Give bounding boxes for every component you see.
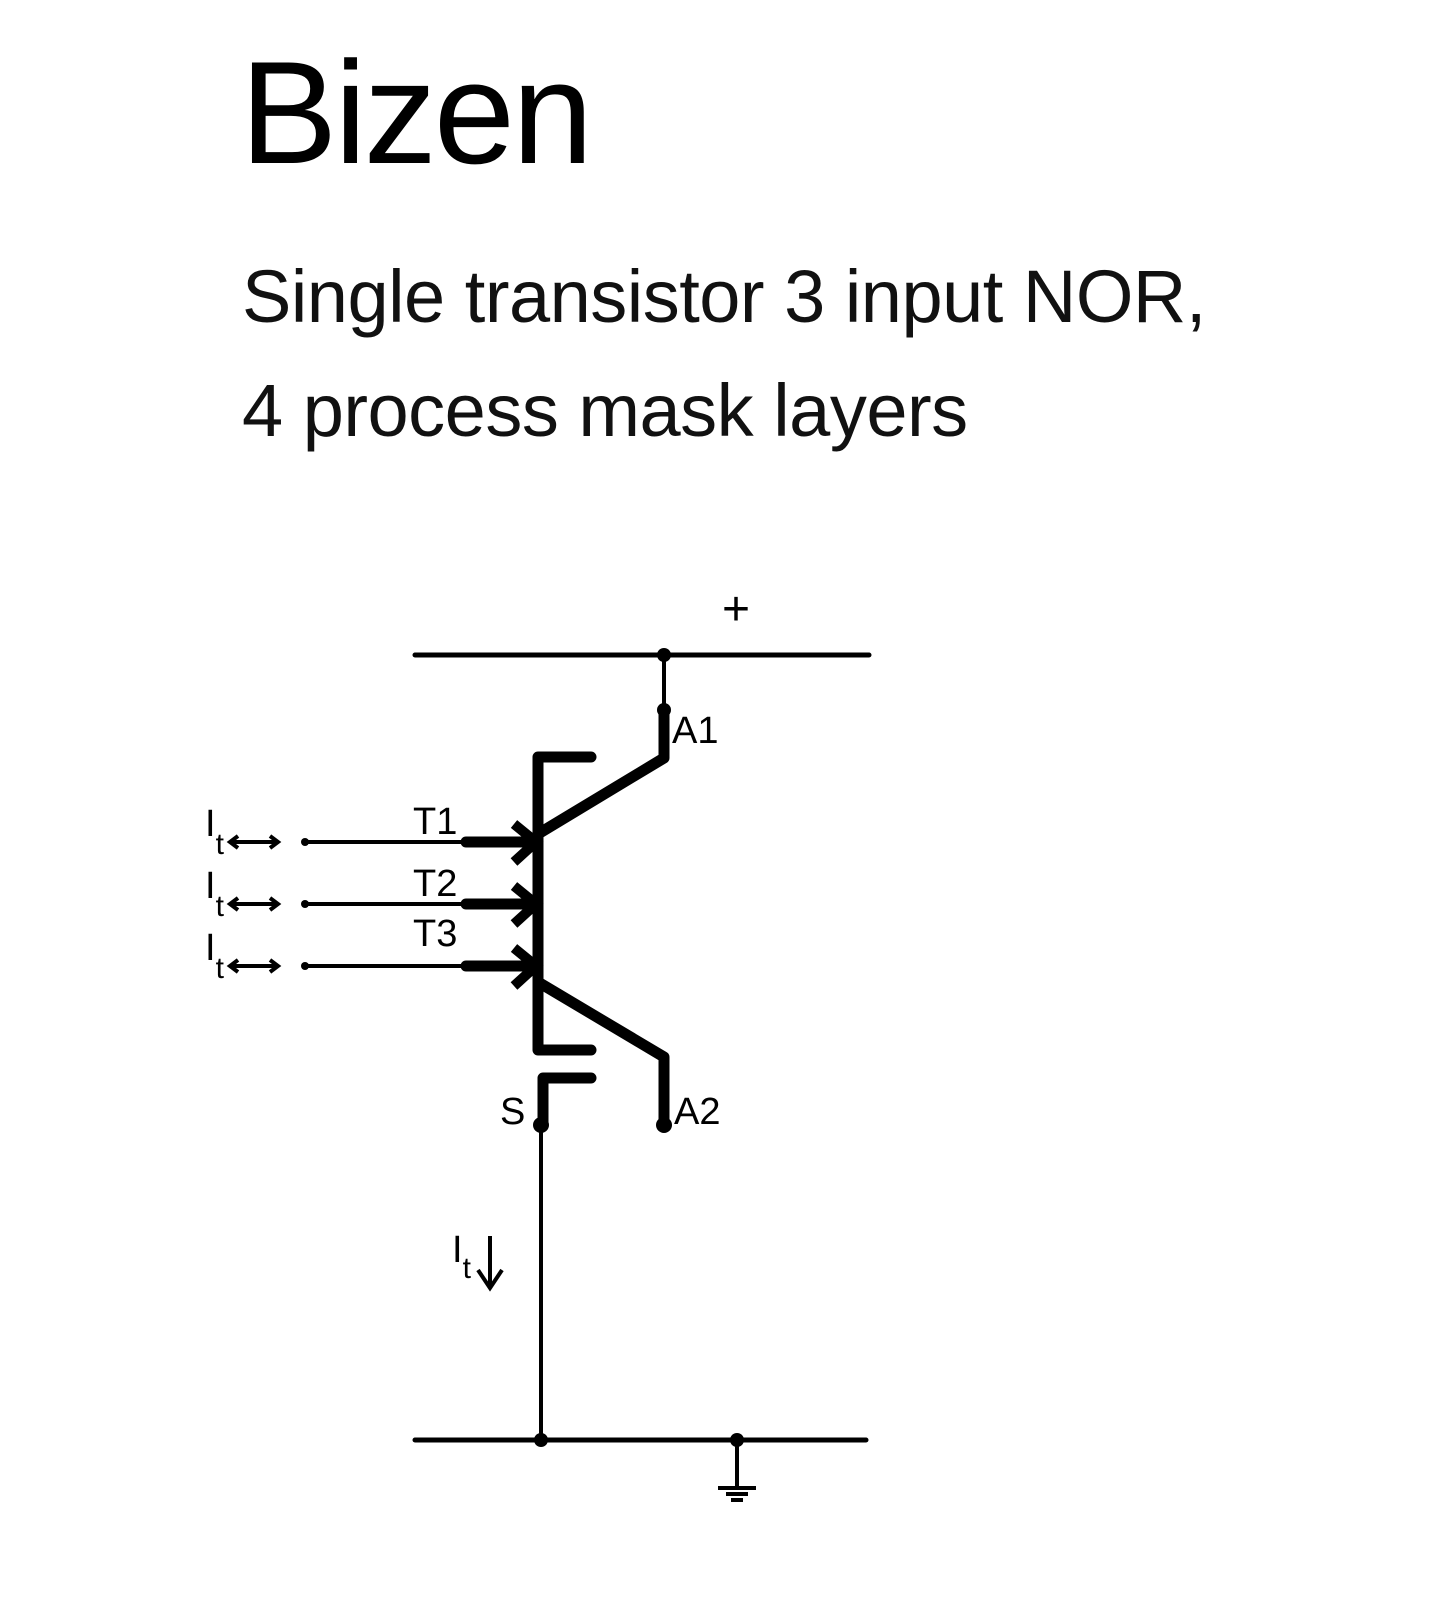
terminal-label-a2: A2 <box>674 1091 720 1133</box>
source-ground-node <box>534 1433 548 1447</box>
input-t3: It T3 <box>205 913 544 990</box>
input-label-t3: T3 <box>413 913 457 955</box>
a1-collector <box>532 704 670 840</box>
down-arrow-icon <box>476 1236 504 1292</box>
emitter-arrow-icon <box>510 820 544 866</box>
slide-subtitle: Single transistor 3 input NOR, 4 process… <box>242 240 1206 468</box>
svg-text:It: It <box>205 803 225 861</box>
terminal-label-s: S <box>500 1091 525 1133</box>
s-pad <box>533 1117 549 1133</box>
supply-node <box>657 648 671 662</box>
slide-title: Bizen <box>240 31 593 194</box>
bidirectional-arrow-icon <box>226 896 240 912</box>
input-t1: It T1 <box>205 801 544 866</box>
ground-node <box>730 1433 744 1447</box>
a2-collector <box>532 976 670 1131</box>
a1-pad <box>657 703 671 717</box>
s-bracket <box>537 1072 597 1131</box>
svg-text:It: It <box>205 927 225 985</box>
input-label-t1: T1 <box>413 801 457 843</box>
input-label-t2: T2 <box>413 863 457 905</box>
svg-text:It: It <box>452 1229 472 1285</box>
source-current-label: It <box>452 1229 504 1292</box>
bidirectional-arrow-icon <box>226 958 240 974</box>
subtitle-line-1: Single transistor 3 input NOR, <box>242 255 1206 338</box>
a2-pad <box>656 1117 672 1133</box>
terminal-label-a1: A1 <box>672 710 718 752</box>
supply-label: + <box>722 583 750 636</box>
bidirectional-arrow-icon <box>226 834 240 850</box>
emitter-arrow-icon <box>510 882 544 928</box>
subtitle-line-2: 4 process mask layers <box>242 369 968 452</box>
input-t2: It T2 <box>205 863 544 928</box>
emitter-arrow-icon <box>510 944 544 990</box>
ground-icon <box>718 1486 756 1502</box>
svg-text:It: It <box>205 865 225 923</box>
